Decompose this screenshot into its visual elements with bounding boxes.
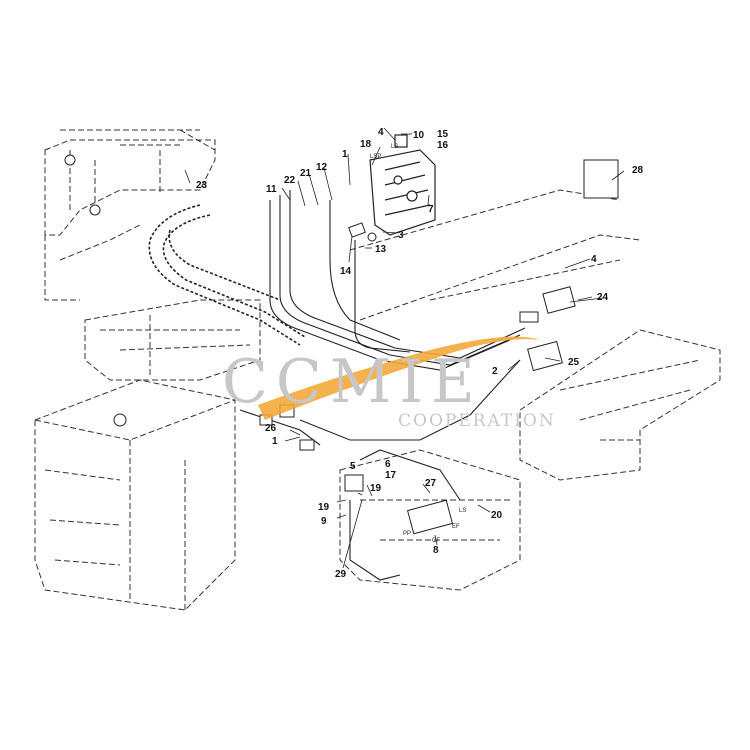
callout-21: 21 — [300, 168, 312, 179]
hose-lines — [239, 190, 526, 581]
callout-6: 6 — [385, 459, 391, 470]
callout-1-top: 1 — [342, 149, 348, 160]
callout-19-left: 19 — [318, 502, 330, 513]
watermark: CCMIE COOPERATION — [222, 336, 556, 431]
callout-27: 27 — [425, 478, 437, 489]
callout-7: 7 — [428, 204, 434, 215]
callout-25: 25 — [568, 357, 580, 368]
pipe-run-right — [349, 189, 641, 321]
port-label-cf: CF — [432, 538, 440, 544]
callout-26: 26 — [265, 423, 277, 434]
port-label-lsp: LSP — [370, 154, 381, 160]
callout-3: 3 — [398, 230, 404, 241]
drag-chain — [148, 204, 306, 346]
callout-18: 18 — [360, 139, 372, 150]
port-label-pp: PP — [403, 531, 411, 537]
callout-14: 14 — [340, 266, 352, 277]
watermark-subtitle: COOPERATION — [398, 411, 556, 431]
callout-15: 15 — [437, 129, 449, 140]
part-callouts: 4 10 15 16 18 1 12 21 22 11 7 3 13 14 23… — [196, 127, 644, 580]
port-label-ef: EF — [452, 524, 460, 530]
callout-19-right: 19 — [370, 483, 382, 494]
tank-outline — [34, 379, 236, 611]
callout-28: 28 — [632, 165, 644, 176]
callout-16: 16 — [437, 140, 449, 151]
port-label-ls-lower: LS — [459, 508, 466, 514]
fittings — [64, 154, 619, 535]
valve-fitting — [394, 134, 408, 148]
callout-4-right: 4 — [591, 254, 597, 265]
port-labels: LS LSP LS PP CF EF — [370, 144, 466, 544]
callout-13: 13 — [375, 244, 387, 255]
callout-20: 20 — [491, 510, 503, 521]
callout-24: 24 — [597, 292, 609, 303]
callout-10: 10 — [413, 130, 425, 141]
port-label-ls: LS — [391, 144, 398, 150]
callout-22: 22 — [284, 175, 296, 186]
callout-8: 8 — [433, 545, 439, 556]
right-block — [583, 159, 619, 199]
hidden-line-structures — [34, 129, 721, 611]
platform-frame — [519, 329, 721, 481]
callout-23: 23 — [196, 180, 208, 191]
callout-11: 11 — [266, 184, 277, 195]
watermark-title: CCMIE — [222, 347, 483, 417]
callout-9: 9 — [321, 516, 327, 527]
callout-1-lower: 1 — [272, 436, 278, 447]
callout-4-top: 4 — [378, 127, 384, 138]
callout-12: 12 — [316, 162, 328, 173]
control-valve — [369, 134, 436, 236]
leader-lines — [184, 127, 625, 569]
callout-5: 5 — [350, 461, 356, 472]
callout-17: 17 — [385, 470, 397, 481]
lower-chassis — [339, 449, 521, 591]
callout-29: 29 — [335, 569, 347, 580]
callout-2: 2 — [492, 366, 498, 377]
